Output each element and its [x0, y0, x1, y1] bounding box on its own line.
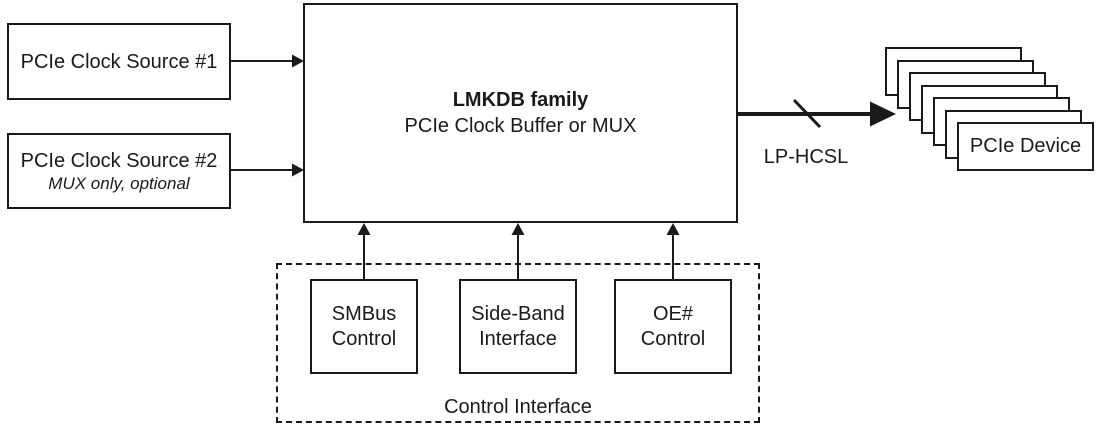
- pcie-device-front-box: PCIe Device: [957, 122, 1094, 171]
- control-interface-label: Control Interface: [444, 396, 592, 418]
- pcie-clock-source-1-box: PCIe Clock Source #1: [7, 23, 231, 100]
- arrow-main-to-devices: [738, 98, 896, 129]
- lmkdb-family-subtitle: PCIe Clock Buffer or MUX: [404, 115, 637, 137]
- oe-control-line2: Control: [640, 327, 706, 350]
- pcie-clock-source-2-sublabel: MUX only, optional: [48, 173, 190, 193]
- side-band-interface-line1: Side-Band: [471, 302, 565, 325]
- side-band-interface-line2: Interface: [479, 327, 557, 350]
- lp-hcsl-bus-label: LP-HCSL: [763, 146, 849, 168]
- lmkdb-family-title: LMKDB family: [452, 89, 589, 111]
- bus-slash-mark: [792, 98, 822, 129]
- pcie-clock-source-1-label: PCIe Clock Source #1: [20, 50, 218, 73]
- pcie-clock-source-2-box: PCIe Clock Source #2 MUX only, optional: [7, 133, 231, 209]
- pcie-device-label: PCIe Device: [969, 135, 1082, 157]
- arrow-source2-to-main: [231, 163, 304, 177]
- pcie-clock-source-2-label: PCIe Clock Source #2: [20, 149, 218, 172]
- oe-control-line1: OE#: [652, 302, 694, 325]
- oe-control-box: OE# Control: [614, 279, 732, 374]
- lmkdb-family-box: LMKDB family PCIe Clock Buffer or MUX: [303, 3, 738, 223]
- smbus-control-box: SMBus Control: [310, 279, 418, 374]
- smbus-control-line1: SMBus: [331, 302, 397, 325]
- smbus-control-line2: Control: [331, 327, 397, 350]
- arrow-source1-to-main: [231, 54, 304, 68]
- side-band-interface-box: Side-Band Interface: [459, 279, 577, 374]
- pcie-device-stack: PCIe Device: [885, 47, 1095, 172]
